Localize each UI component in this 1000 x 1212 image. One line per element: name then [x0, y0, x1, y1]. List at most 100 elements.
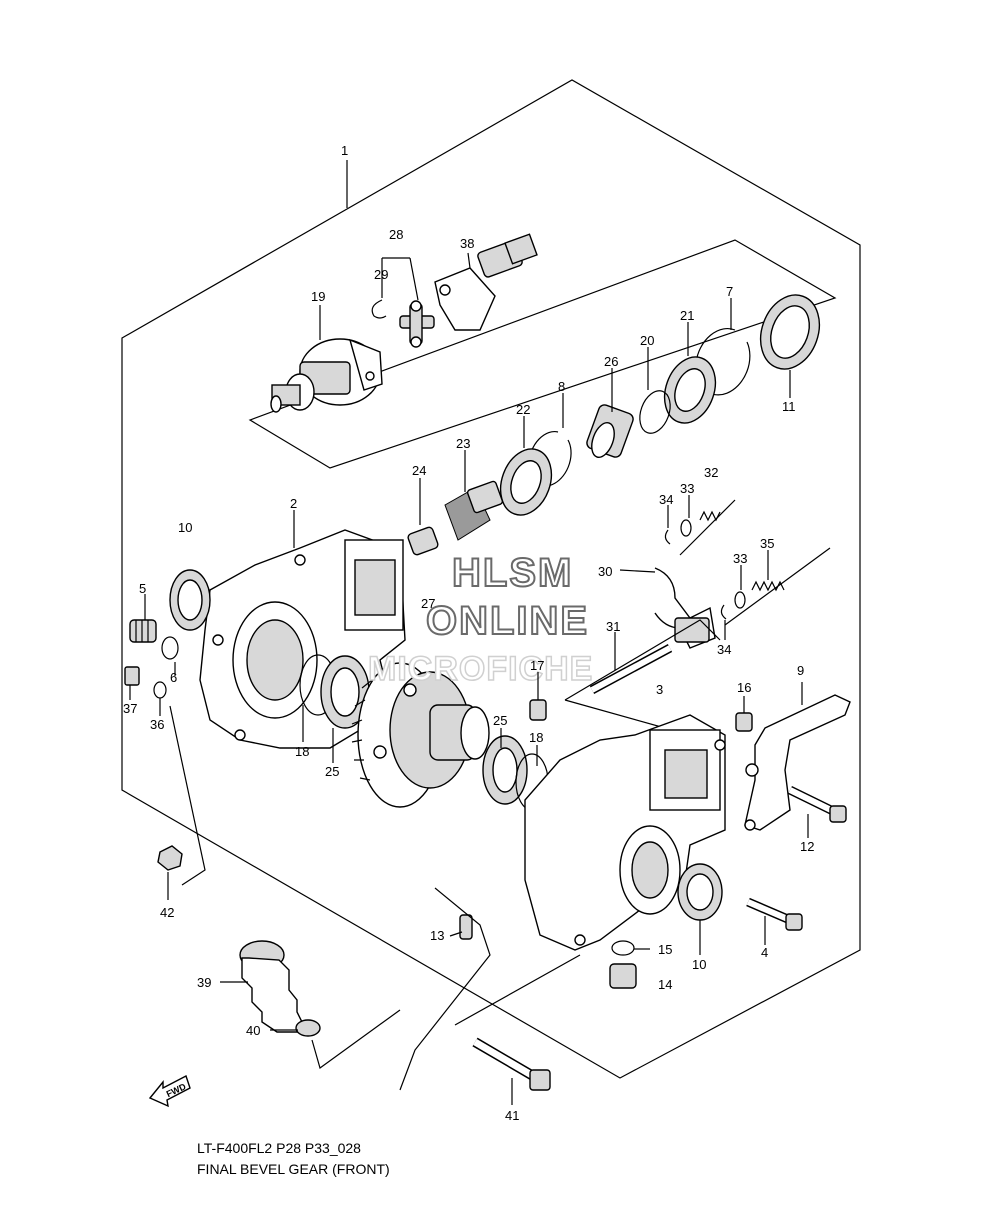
callout-34-top: 34: [659, 492, 673, 507]
part-10-seal-right: [677, 863, 723, 921]
part-13-dowel-pin: [459, 914, 473, 940]
part-9-lever: [744, 694, 851, 831]
diagram-title: FINAL BEVEL GEAR (FRONT): [197, 1161, 390, 1177]
callout-20: 20: [640, 333, 654, 348]
part-21-bearing: [663, 356, 717, 424]
callout-40: 40: [246, 1023, 260, 1038]
callout-34-bottom: 34: [717, 642, 731, 657]
callout-8: 8: [558, 379, 565, 394]
part-42-nut: [157, 845, 183, 871]
callout-9: 9: [797, 663, 804, 678]
part-34-clip-a: [664, 529, 671, 545]
part-36-washer: [153, 681, 167, 699]
callout-28: 28: [389, 227, 403, 242]
callout-13: 13: [430, 928, 444, 943]
part-24-bearing: [407, 526, 439, 556]
watermark: HLSM ONLINE MICROFICHE: [367, 550, 593, 689]
part-31-pin: [589, 644, 673, 694]
callout-42: 42: [160, 905, 174, 920]
part-37-bolt: [124, 666, 140, 686]
callout-1: 1: [341, 143, 348, 158]
bracket-28-right: [409, 257, 419, 301]
callout-38: 38: [460, 236, 474, 251]
callout-25-left: 25: [325, 764, 339, 779]
part-26-sleeve: [586, 404, 634, 458]
callout-33-right: 33: [733, 551, 747, 566]
part-4-bolt: [746, 897, 803, 931]
bracket-41-line: [454, 954, 581, 1026]
part-33-washer-b: [734, 591, 746, 609]
part-27-ring-gear-differential: [351, 662, 490, 808]
callout-26: 26: [604, 354, 618, 369]
part-40-clamp: [295, 1019, 321, 1037]
watermark-line-3: MICROFICHE: [368, 650, 593, 688]
part-15-washer: [611, 940, 635, 956]
part-33-washer-a: [680, 519, 692, 537]
part-25-bearing-left: [320, 655, 370, 729]
callout-22: 22: [516, 402, 530, 417]
callout-31: 31: [606, 619, 620, 634]
callout-4: 4: [761, 945, 768, 960]
part-25-bearing-right: [482, 735, 528, 805]
callout-21: 21: [680, 308, 694, 323]
callout-18-left: 18: [295, 744, 309, 759]
callout-24: 24: [412, 463, 426, 478]
assembly-frame-outline: [121, 79, 861, 1079]
part-5-plug: [129, 619, 157, 643]
leader-lines: [129, 252, 809, 1105]
callout-19: 19: [311, 289, 325, 304]
callout-10-left: 10: [178, 520, 192, 535]
pinion-group-frame: [248, 239, 837, 469]
callout-39: 39: [197, 975, 211, 990]
watermark-line-2: ONLINE: [426, 599, 589, 643]
callout-14: 14: [658, 977, 672, 992]
callout-36: 36: [150, 717, 164, 732]
forward-direction-arrow: FWD: [148, 1074, 191, 1108]
part-34-clip-b: [720, 604, 727, 620]
callout-32: 32: [704, 465, 718, 480]
callout-27: 27: [421, 596, 435, 611]
bracket-13-line: [399, 887, 491, 1091]
callout-10-right: 10: [692, 957, 706, 972]
callout-25-right: 25: [493, 713, 507, 728]
part-14-plug: [609, 963, 637, 989]
callout-37: 37: [123, 701, 137, 716]
callout-labels: 1 2 3 4 5 6 7 8 9 10 10 11 12 13 14 15 1…: [123, 143, 814, 1123]
callout-18-right: 18: [529, 730, 543, 745]
part-12-bolt: [788, 785, 847, 823]
bracket-35-line: [724, 547, 831, 626]
callout-35: 35: [760, 536, 774, 551]
callout-11: 11: [782, 399, 796, 414]
part-30-shift-fork: [654, 567, 716, 649]
callout-16: 16: [737, 680, 751, 695]
callout-17: 17: [530, 658, 544, 673]
part-41-bolt: [472, 1037, 551, 1091]
callout-30: 30: [598, 564, 612, 579]
part-17-bushing: [529, 699, 547, 721]
callout-12: 12: [800, 839, 814, 854]
bracket-3-line: [564, 619, 721, 701]
callout-41: 41: [505, 1108, 519, 1123]
callout-6: 6: [170, 670, 177, 685]
callout-2: 2: [290, 496, 297, 511]
part-6-washer: [161, 636, 179, 660]
callout-15: 15: [658, 942, 672, 957]
callout-29: 29: [374, 267, 388, 282]
part-29-circlip: [371, 299, 387, 319]
diagram-code: LT-F400FL2 P28 P33_028: [197, 1140, 361, 1156]
callout-33-top: 33: [680, 481, 694, 496]
part-10-seal-left: [169, 569, 211, 631]
part-16-bushing: [735, 712, 753, 732]
part-19-flange-housing: [270, 338, 383, 413]
part-20-ring: [639, 390, 671, 434]
part-35-spring: [751, 580, 785, 592]
callout-5: 5: [139, 581, 146, 596]
part-22-bearing: [499, 448, 553, 516]
part-39-boot: [239, 940, 303, 1033]
callout-7: 7: [726, 284, 733, 299]
bracket-32-line: [679, 499, 736, 556]
part-3-gear-case: [524, 714, 726, 951]
part-23-bevel-pinion: [444, 480, 504, 541]
